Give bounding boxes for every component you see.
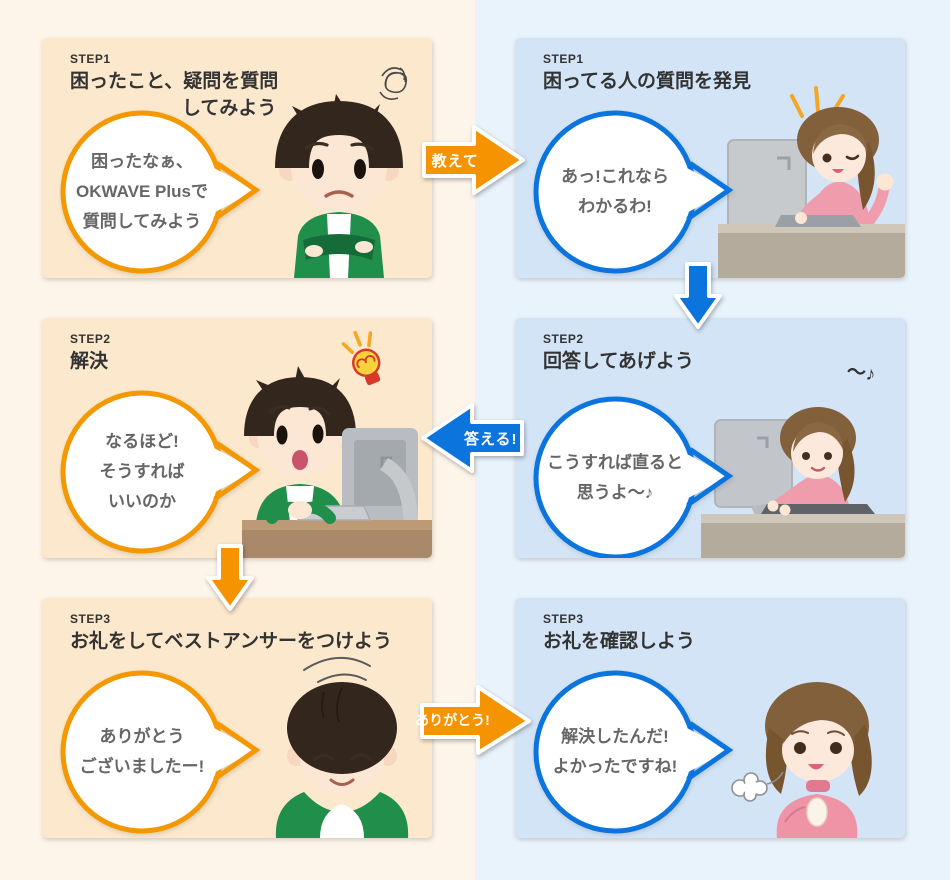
questioner-boy [275, 94, 403, 278]
desk [718, 212, 905, 278]
panel-ask-step3: STEP3 お礼をしてベストアンサーをつけよう ありがとう ございましたー! [42, 598, 432, 838]
speech-bubble: こうすれば直ると 思うよ〜♪ [531, 392, 733, 558]
arrow-teach: 教えて [422, 124, 526, 196]
down-arrow-icon [206, 544, 254, 611]
speech-bubble: あっ!これなら わかるわ! [531, 106, 733, 278]
step-label: STEP1 [70, 52, 111, 66]
bubble-text: こうすれば直ると 思うよ〜♪ [547, 453, 683, 502]
speech-bubble: なるほど! そうすれば いいのか [58, 386, 260, 558]
panel-answer-step1: STEP1 困ってる人の質問を発見 あっ!これなら わかるわ! [515, 38, 905, 278]
bubble-text: 困ったなぁ、 OKWAVE Plusで 質問してみよう [76, 152, 208, 231]
bubble-text: 解決したんだ! よかったですね! [552, 727, 678, 776]
panel-answer-step3: STEP3 お礼を確認しよう 解決したんだ! よかったですね! [515, 598, 905, 838]
answerer-typing-illustration [701, 407, 905, 558]
questioner-boy-bowing [275, 682, 409, 838]
desk [701, 500, 905, 558]
arrow-thanks: ありがとう! [415, 684, 532, 756]
questioner-bowing-illustration [275, 656, 409, 838]
step-label: STEP3 [543, 612, 584, 626]
left-arrow-icon [421, 403, 524, 473]
step-label: STEP3 [70, 612, 111, 626]
answerer-relieved-illustration [731, 682, 872, 838]
arrow-answer: 答える! [420, 402, 524, 474]
panel-title: 解決 [70, 351, 109, 372]
monitor-icon [342, 428, 418, 524]
arrow-down-to-thanks [206, 544, 254, 612]
panel-title: お礼をしてベストアンサーをつけよう [70, 631, 393, 652]
panel-title: 困ったこと、疑問を質問してみよう [70, 71, 279, 119]
panel-ask-step1: STEP1 困ったこと、疑問を質問してみよう 困ったなぁ、 OKWAVE Plu… [42, 38, 432, 278]
worry-scribble-icon [379, 67, 408, 100]
questioner-solved-illustration [242, 330, 432, 558]
questioner-worried-illustration [275, 67, 408, 278]
panel-title: 回答してあげよう [543, 351, 694, 372]
step-label: STEP2 [543, 332, 584, 346]
arrow-label: 教えて [431, 152, 479, 170]
bubble-text: なるほど! そうすれば いいのか [99, 432, 185, 511]
arrow-label: 答える! [463, 430, 518, 448]
arrow-down-to-answer [674, 262, 722, 330]
bubble-text: あっ!これなら わかるわ! [561, 167, 669, 216]
arrow-label: ありがとう! [415, 712, 490, 728]
panel-answer-step2: 〜♪ STEP2 回答してあげよう こうすれば直ると 思うよ〜♪ [515, 318, 905, 558]
down-arrow-icon [674, 262, 722, 329]
right-arrow-icon [422, 125, 525, 195]
bubble-text: ありがとう ございましたー! [79, 727, 205, 776]
speech-bubble: ありがとう ございましたー! [58, 666, 260, 838]
answerer-girl [765, 682, 872, 838]
panel-title: お礼を確認しよう [543, 631, 696, 652]
speech-bubble: 困ったなぁ、 OKWAVE Plusで 質問してみよう [58, 106, 260, 278]
lightbulb-icon [341, 330, 381, 386]
desk [242, 501, 432, 558]
answerer-discovers-illustration [718, 86, 905, 278]
bow-motion-icon [303, 656, 371, 683]
panel-title: 困ってる人の質問を発見 [543, 71, 752, 92]
speech-bubble: 解決したんだ! よかったですね! [531, 666, 733, 838]
sigh-puff-icon [731, 771, 784, 802]
panel-ask-step2: STEP2 解決 なるほど! そうすれば いいのか [42, 318, 432, 558]
monitor-icon [727, 139, 807, 229]
music-note-icon: 〜♪ [845, 361, 877, 386]
right-arrow-icon [420, 685, 531, 755]
step-label: STEP2 [70, 332, 111, 346]
step-label: STEP1 [543, 52, 584, 66]
questioner-boy [244, 366, 356, 523]
